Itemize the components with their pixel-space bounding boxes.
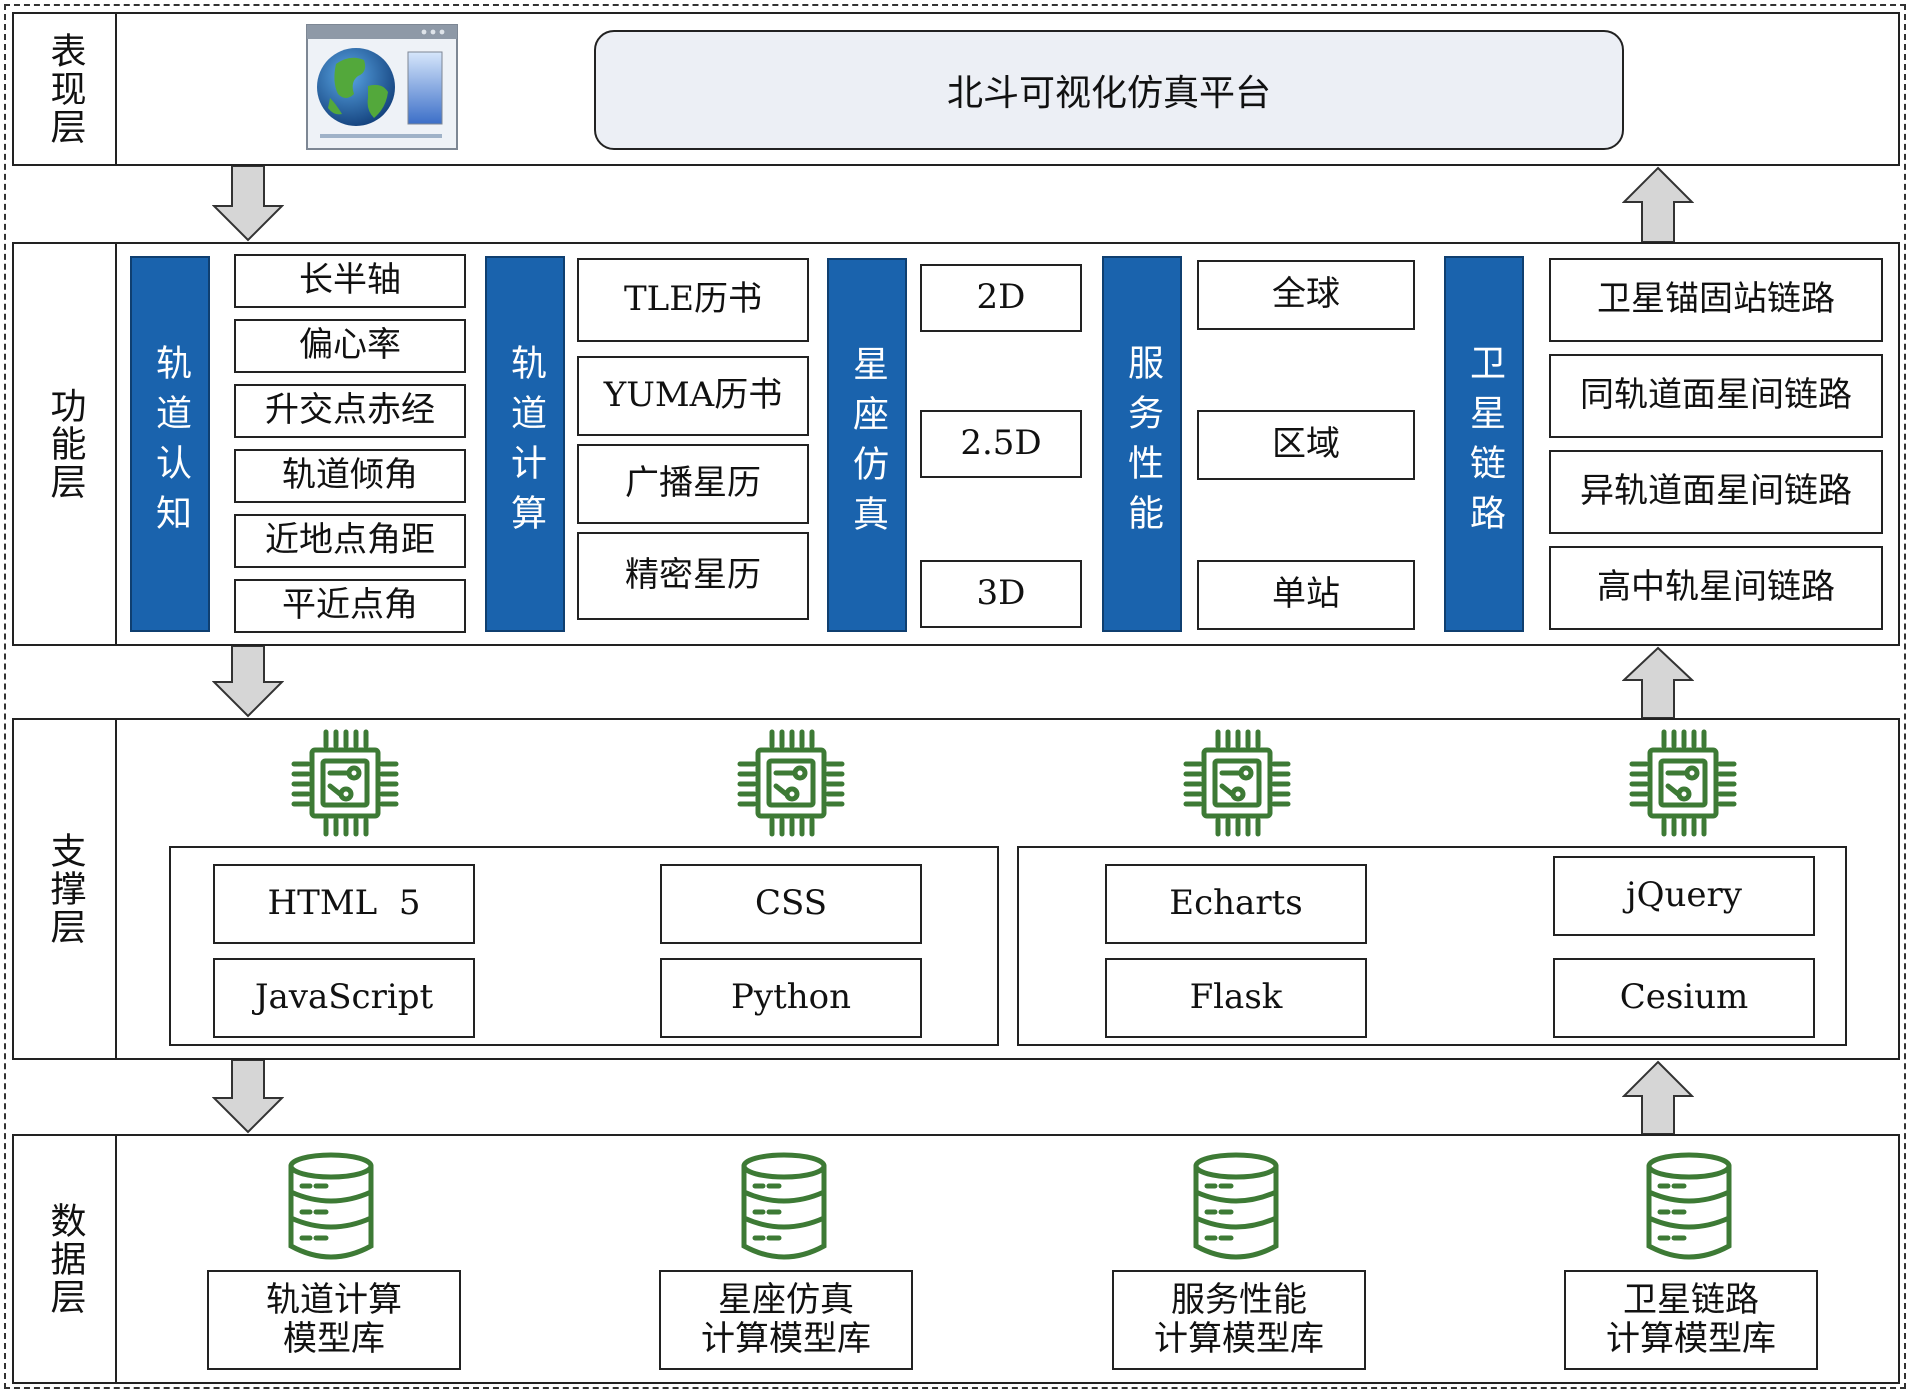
orbit-element-argument-of-perigee: 近地点角距 [234,514,466,568]
scope-single-station: 单站 [1197,560,1415,630]
orbit-element-mean-anomaly: 平近点角 [234,579,466,633]
layer-label-function: 功能层 [14,244,117,644]
tech-flask: Flask [1105,958,1367,1038]
library-constellation-simulation-models: 星座仿真 计算模型库 [659,1270,913,1370]
database-icon [741,1152,827,1260]
cpu-chip-icon [1629,729,1737,837]
support-layer: 支撑层 HTML 5 CSS JavaScript Python Echarts… [12,718,1900,1060]
module-constellation-simulation: 星座仿真 [827,258,907,632]
module-orbit-cognition: 轨道认知 [130,256,210,632]
library-satellite-link-models: 卫星链路 计算模型库 [1564,1270,1818,1370]
scope-global: 全球 [1197,260,1415,330]
support-group-web-languages: HTML 5 CSS JavaScript Python [169,846,999,1046]
orbit-element-semi-major-axis: 长半轴 [234,254,466,308]
function-layer: 功能层 轨道认知 长半轴 偏心率 升交点赤经 轨道倾角 近地点角距 平近点角 轨… [12,242,1900,646]
database-icon [288,1152,374,1260]
tech-python: Python [660,958,922,1038]
ephemeris-broadcast: 广播星历 [577,444,809,524]
cpu-chip-icon [1183,729,1291,837]
tech-jquery: jQuery [1553,856,1815,936]
orbit-element-inclination: 轨道倾角 [234,449,466,503]
library-service-performance-models: 服务性能 计算模型库 [1112,1270,1366,1370]
arrow-down-function-to-support [212,646,284,718]
link-high-medium-orbit-isl: 高中轨星间链路 [1549,546,1883,630]
arrow-down-presentation-to-function [212,166,284,242]
module-service-performance: 服务性能 [1102,256,1182,632]
link-same-plane-isl: 同轨道面星间链路 [1549,354,1883,438]
link-cross-plane-isl: 异轨道面星间链路 [1549,450,1883,534]
orbit-element-eccentricity: 偏心率 [234,319,466,373]
module-orbit-computation: 轨道计算 [485,256,565,632]
tech-html5: HTML 5 [213,864,475,944]
library-orbit-computation-models: 轨道计算 模型库 [207,1270,461,1370]
view-mode-2d: 2D [920,264,1082,332]
tech-javascript: JavaScript [213,958,475,1038]
layer-label-support: 支撑层 [14,720,117,1058]
presentation-layer: 表现层 北斗可视化仿真平台 [12,12,1900,166]
module-satellite-link: 卫星链路 [1444,256,1524,632]
link-satellite-anchor-station: 卫星锚固站链路 [1549,258,1883,342]
layer-label-presentation: 表现层 [14,14,117,164]
ephemeris-precise: 精密星历 [577,532,809,620]
database-icon [1646,1152,1732,1260]
tech-cesium: Cesium [1553,958,1815,1038]
support-group-frameworks: Echarts jQuery Flask Cesium [1017,846,1847,1046]
tech-echarts: Echarts [1105,864,1367,944]
arrow-up-support-to-function [1622,646,1694,718]
cpu-chip-icon [291,729,399,837]
scope-regional: 区域 [1197,410,1415,480]
platform-title-box: 北斗可视化仿真平台 [594,30,1624,150]
arrow-up-function-to-presentation [1622,166,1694,242]
outer-dashed-frame [4,4,1906,1389]
ephemeris-yuma: YUMA历书 [577,356,809,436]
arrow-up-data-to-support [1622,1060,1694,1134]
view-mode-3d: 3D [920,560,1082,628]
database-icon [1193,1152,1279,1260]
view-mode-2-5d: 2.5D [920,410,1082,478]
arrow-down-support-to-data [212,1060,284,1134]
ephemeris-tle: TLE历书 [577,258,809,342]
tech-css: CSS [660,864,922,944]
layer-label-data: 数据层 [14,1136,117,1382]
browser-globe-icon [306,24,458,150]
orbit-element-raan: 升交点赤经 [234,384,466,438]
cpu-chip-icon [737,729,845,837]
